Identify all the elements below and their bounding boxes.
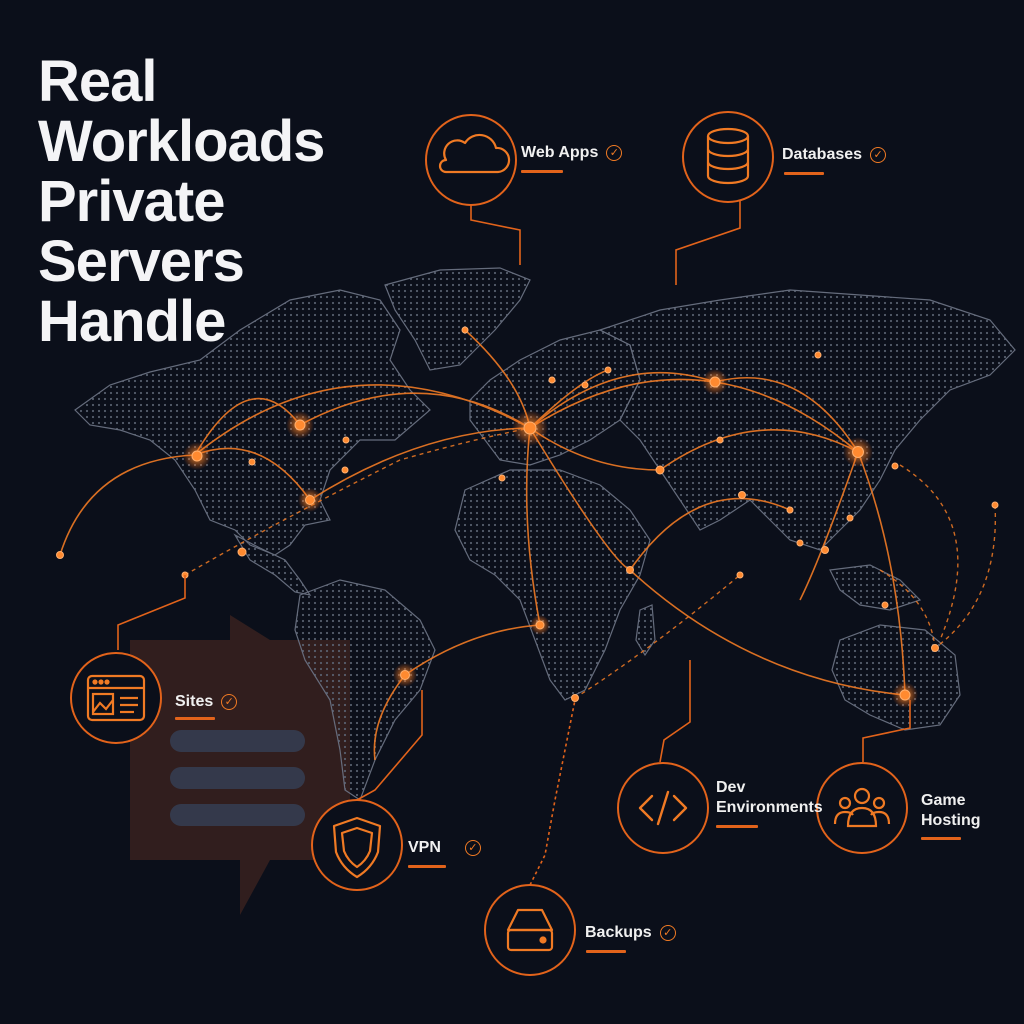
title-line: Real [38, 49, 158, 114]
workload-name-line: Environments [716, 799, 823, 816]
workload-label-vpn: VPN ✓ [408, 839, 481, 857]
workload-label-backups: Backups ✓ [585, 924, 676, 942]
network-routes [59, 329, 906, 761]
workload-name: Sites [175, 693, 214, 710]
title-line: Servers [38, 229, 245, 294]
label-underline [521, 170, 563, 173]
workload-name-line: Dev [716, 779, 746, 796]
africa [454, 469, 651, 701]
label-underline [921, 837, 961, 840]
title-line: Handle [38, 289, 226, 354]
workload-name: VPN [408, 839, 441, 856]
network-nodes [56, 326, 999, 708]
label-underline [784, 172, 824, 175]
label-underline [716, 825, 758, 828]
workload-name: Backups [585, 924, 652, 941]
workload-name-line: Game [921, 792, 966, 809]
check-icon: ✓ [870, 147, 887, 163]
database-icon [706, 127, 750, 185]
workload-label-databases: Databases ✓ [782, 146, 887, 164]
greenland [384, 267, 531, 371]
shield-icon [332, 816, 382, 879]
users-group-icon [833, 787, 891, 828]
label-underline [586, 950, 626, 953]
workload-label-sites: Sites ✓ [175, 693, 238, 711]
southeast-asia-islands [829, 564, 922, 611]
check-icon: ✓ [659, 925, 676, 941]
workload-name-line: Hosting [921, 812, 981, 829]
connector-lines [117, 195, 911, 801]
page-title: Real Workloads Private Servers Handle [38, 49, 325, 354]
workload-name: Databases [782, 146, 863, 163]
australia [831, 624, 961, 731]
asia [598, 289, 1016, 551]
europe [469, 329, 641, 466]
backups-connector [529, 699, 576, 886]
north-america [74, 289, 431, 556]
label-underline [408, 865, 446, 868]
workload-label-game-hosting: Game Hosting [921, 791, 981, 831]
check-icon: ✓ [606, 145, 623, 161]
workload-label-dev-environments: Dev Environments [716, 778, 823, 818]
label-underline [175, 717, 215, 720]
check-icon: ✓ [464, 840, 481, 856]
title-line: Private [38, 169, 225, 234]
dashed-routes [184, 427, 997, 699]
continents [74, 267, 1016, 801]
storage-drive-icon [506, 908, 554, 952]
title-line: Workloads [38, 109, 325, 174]
workload-label-web-apps: Web Apps ✓ [521, 144, 623, 162]
workload-name: Web Apps [521, 144, 599, 161]
code-icon [638, 790, 688, 826]
browser-window-icon [86, 674, 146, 722]
ghost-panel [130, 615, 350, 915]
cloud-icon [438, 133, 511, 174]
check-icon: ✓ [221, 694, 238, 710]
madagascar [635, 604, 656, 657]
